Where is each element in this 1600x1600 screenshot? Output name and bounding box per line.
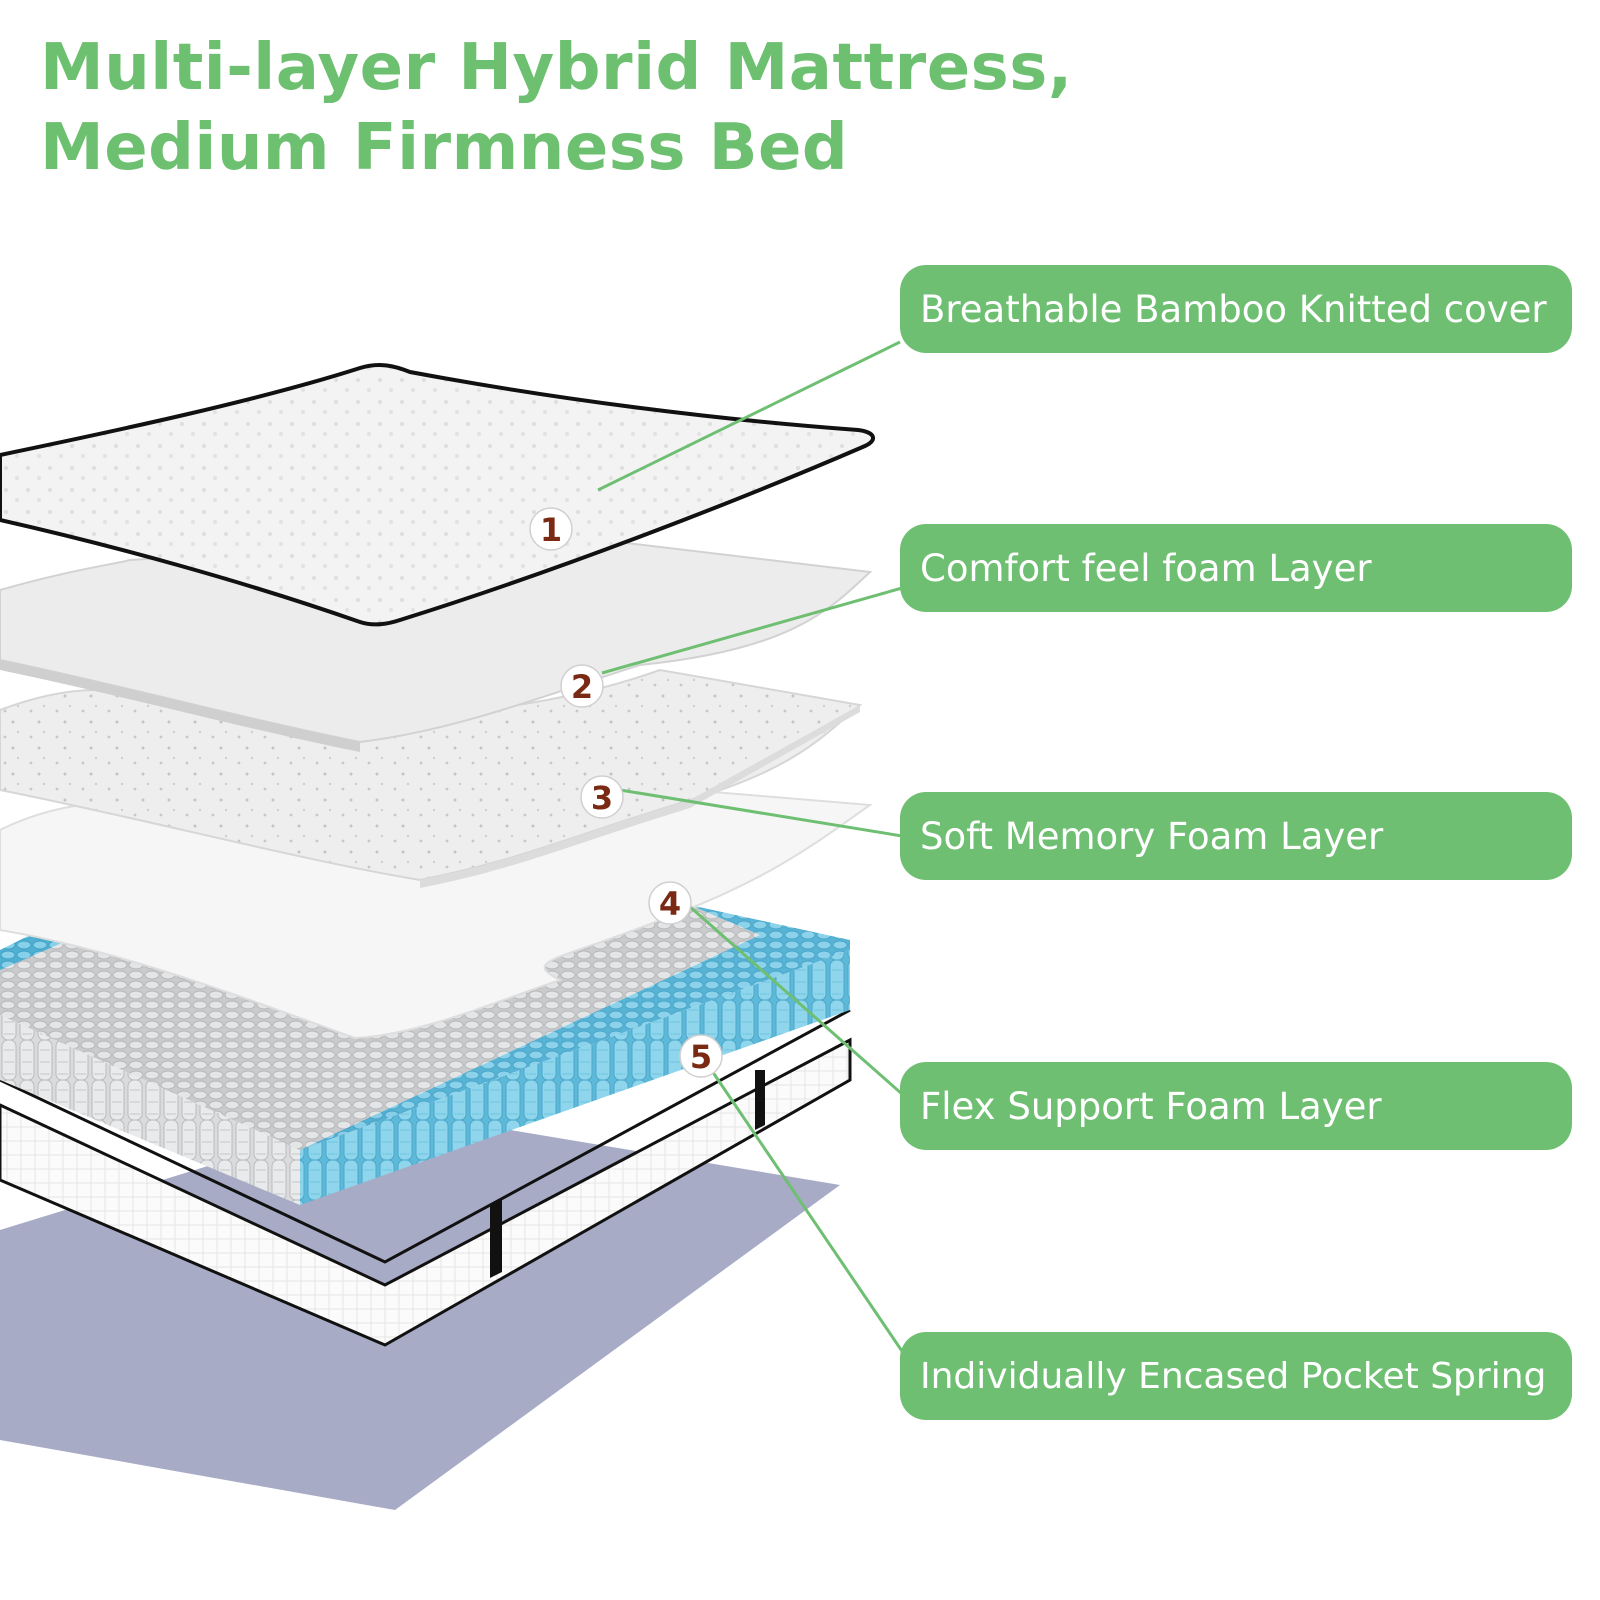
- leader-line-2: [601, 586, 903, 675]
- leader-line-3: [619, 788, 903, 838]
- marker-2-number: 2: [571, 668, 593, 706]
- leader-lines: [597, 340, 910, 1361]
- mattress-side-front: [0, 1037, 852, 1347]
- leader-line-5: [706, 1064, 910, 1361]
- marker-3-number: 3: [591, 779, 613, 817]
- marker-1-number: 1: [540, 511, 562, 549]
- mattress-top-edge: [0, 1008, 851, 1264]
- label-flex-support-foam: Flex Support Foam Layer: [900, 1062, 1572, 1150]
- label-memory-foam: Soft Memory Foam Layer: [900, 792, 1572, 880]
- springs-top-blue-right: [300, 905, 850, 1150]
- title-line-2: Medium Firmness Bed: [40, 111, 849, 185]
- label-pocket-spring-text: Individually Encased Pocket Spring: [920, 1355, 1547, 1397]
- leader-line-4: [679, 896, 903, 1096]
- springs-side-grey: [0, 1015, 300, 1205]
- label-bamboo-cover-text: Breathable Bamboo Knitted cover: [920, 287, 1547, 331]
- marker-5-number: 5: [690, 1038, 712, 1076]
- marker-1: 1: [529, 507, 573, 551]
- marker-5: 5: [679, 1034, 723, 1078]
- marker-2: 2: [560, 664, 604, 708]
- marker-3: 3: [580, 775, 624, 819]
- label-bamboo-cover: Breathable Bamboo Knitted cover: [900, 265, 1572, 353]
- page-title: Multi-layer Hybrid Mattress, Medium Firm…: [40, 28, 1073, 188]
- title-line-1: Multi-layer Hybrid Mattress,: [40, 31, 1073, 105]
- mattress-strap-right: [755, 1070, 765, 1130]
- mattress-strap-front: [490, 1200, 502, 1278]
- layer-markers: 1 2 3 4 5: [529, 507, 723, 1078]
- marker-4-number: 4: [659, 885, 681, 923]
- comfort-foam-edge: [0, 660, 360, 752]
- label-memory-foam-text: Soft Memory Foam Layer: [920, 814, 1384, 858]
- label-comfort-foam: Comfort feel foam Layer: [900, 524, 1572, 612]
- springs-side-blue: [300, 950, 850, 1205]
- leader-line-1: [597, 340, 901, 492]
- bamboo-knitted-cover: [0, 363, 875, 627]
- label-flex-support-foam-text: Flex Support Foam Layer: [920, 1084, 1382, 1128]
- label-pocket-spring: Individually Encased Pocket Spring: [900, 1332, 1572, 1420]
- label-comfort-foam-text: Comfort feel foam Layer: [920, 546, 1372, 590]
- marker-4: 4: [648, 881, 692, 925]
